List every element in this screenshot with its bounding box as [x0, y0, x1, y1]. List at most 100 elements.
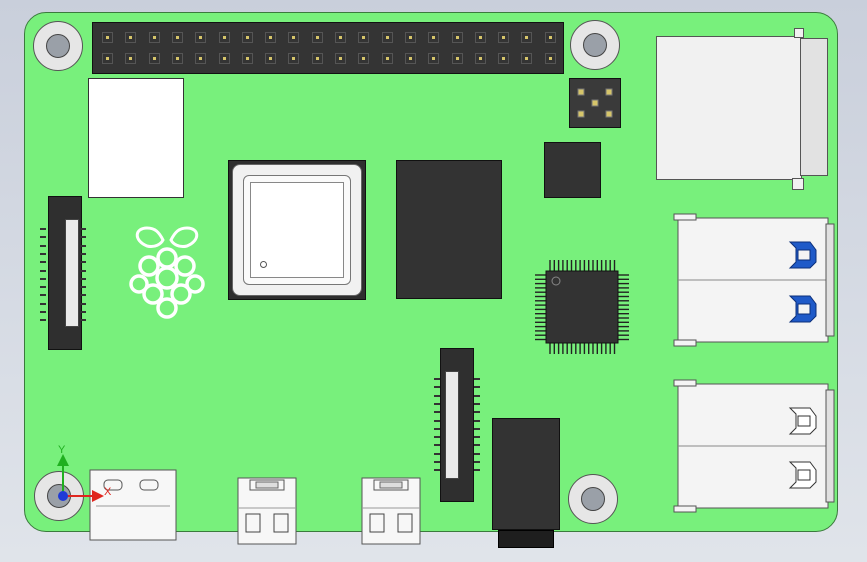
- mounting-hole-bottom-right: [568, 474, 618, 524]
- fpc-contact: [80, 228, 86, 230]
- gpio-pin: [544, 32, 556, 43]
- fpc-contact: [40, 236, 46, 239]
- fpc-contact: [40, 269, 46, 272]
- gpio-pin: [358, 32, 370, 43]
- fpc-contact: [40, 277, 46, 280]
- poe-pins: [577, 88, 613, 118]
- gpio-pin: [148, 32, 160, 43]
- ram-chip: [396, 160, 502, 299]
- axis-y-label: Y: [58, 444, 66, 456]
- usb-controller-chip: [535, 260, 629, 354]
- fpc-contact: [474, 419, 480, 422]
- fpc-contact: [40, 261, 46, 264]
- fpc-contact: [434, 444, 440, 447]
- fpc-contact: [474, 469, 480, 472]
- fpc-contact: [40, 294, 46, 297]
- wireless-module: [88, 78, 184, 198]
- audio-jack-barrel: [498, 530, 554, 548]
- fpc-contact: [434, 394, 440, 397]
- gpio-pin: [218, 53, 230, 64]
- fpc-contact: [80, 236, 86, 239]
- gpio-pin: [521, 32, 533, 43]
- gpio-pin: [241, 32, 253, 43]
- fpc-contact: [80, 269, 86, 272]
- fpc-contact: [80, 261, 86, 264]
- fpc-contact: [474, 461, 480, 463]
- fpc-contact: [474, 452, 480, 455]
- ethernet-latch-top: [794, 28, 804, 38]
- fpc-contact: [434, 419, 440, 422]
- ethernet-latch-bottom: [792, 178, 804, 190]
- gpio-pin: [498, 53, 510, 64]
- fpc-contact: [474, 402, 480, 405]
- fpc-contact: [434, 461, 440, 463]
- gpio-pin: [521, 53, 533, 64]
- fpc-contact: [474, 411, 480, 414]
- gpio-pin: [335, 32, 346, 43]
- gpio-pin: [451, 32, 463, 43]
- fpc-contact: [80, 244, 86, 247]
- fpc-contact: [40, 228, 46, 230]
- fpc-contact: [40, 302, 46, 305]
- gpio-pin: [171, 53, 183, 64]
- gpio-pin: [288, 32, 300, 43]
- gpio-pin: [311, 32, 323, 43]
- fpc-contact: [474, 394, 480, 397]
- fpc-contact: [434, 469, 440, 472]
- camera-connector-contacts: [434, 378, 482, 478]
- display-connector-contacts: [40, 228, 88, 328]
- gpio-pin: [544, 53, 556, 64]
- fpc-contact: [80, 277, 86, 280]
- gpio-pin: [311, 53, 323, 64]
- gpio-pin: [125, 53, 137, 64]
- gpio-pin: [241, 53, 253, 64]
- usb-c-power-port: [89, 469, 177, 541]
- gpio-pin: [218, 32, 230, 43]
- gpio-pin: [195, 32, 207, 43]
- gpio-pin: [381, 53, 393, 64]
- gpio-pin: [381, 32, 393, 43]
- soc-pin1-marker: [260, 261, 267, 268]
- fpc-contact: [40, 319, 46, 322]
- fpc-contact: [40, 244, 46, 247]
- fpc-contact: [40, 286, 46, 289]
- fpc-contact: [40, 252, 46, 255]
- micro-hdmi-port-1: [361, 477, 421, 545]
- fpc-contact: [434, 386, 440, 389]
- fpc-contact: [80, 294, 86, 297]
- fpc-contact: [434, 411, 440, 414]
- usb3-port-stack: [673, 213, 835, 347]
- audio-jack: [492, 418, 560, 530]
- fpc-contact: [434, 436, 440, 439]
- display-connector: [48, 196, 82, 350]
- gpio-pin: [428, 32, 440, 43]
- ethernet-port-flange: [800, 38, 828, 176]
- fpc-contact: [434, 378, 440, 380]
- gpio-pin: [451, 53, 463, 64]
- gpio-pin: [265, 53, 277, 64]
- ethernet-port: [656, 36, 802, 180]
- fpc-contact: [80, 302, 86, 305]
- gpio-pin: [335, 53, 346, 64]
- micro-hdmi-port-0: [237, 477, 297, 545]
- usb2-port-stack: [673, 379, 835, 513]
- soc-chip: [228, 160, 366, 300]
- fpc-contact: [474, 378, 480, 380]
- gpio-header: [92, 22, 564, 74]
- fpc-contact: [474, 444, 480, 447]
- gpio-pin: [125, 32, 137, 43]
- gpio-pin: [288, 53, 300, 64]
- gpio-pin: [498, 32, 510, 43]
- gpio-pin: [428, 53, 440, 64]
- gpio-pin: [474, 53, 486, 64]
- raspberry-pi-logo: [129, 226, 205, 319]
- fpc-contact: [434, 427, 440, 430]
- fpc-contact: [80, 311, 86, 313]
- fpc-contact: [474, 436, 480, 439]
- gpio-pin: [404, 32, 416, 43]
- gpio-pin: [404, 53, 416, 64]
- fpc-contact: [80, 286, 86, 289]
- gpio-pin: [102, 32, 113, 43]
- gpio-pin: [474, 32, 486, 43]
